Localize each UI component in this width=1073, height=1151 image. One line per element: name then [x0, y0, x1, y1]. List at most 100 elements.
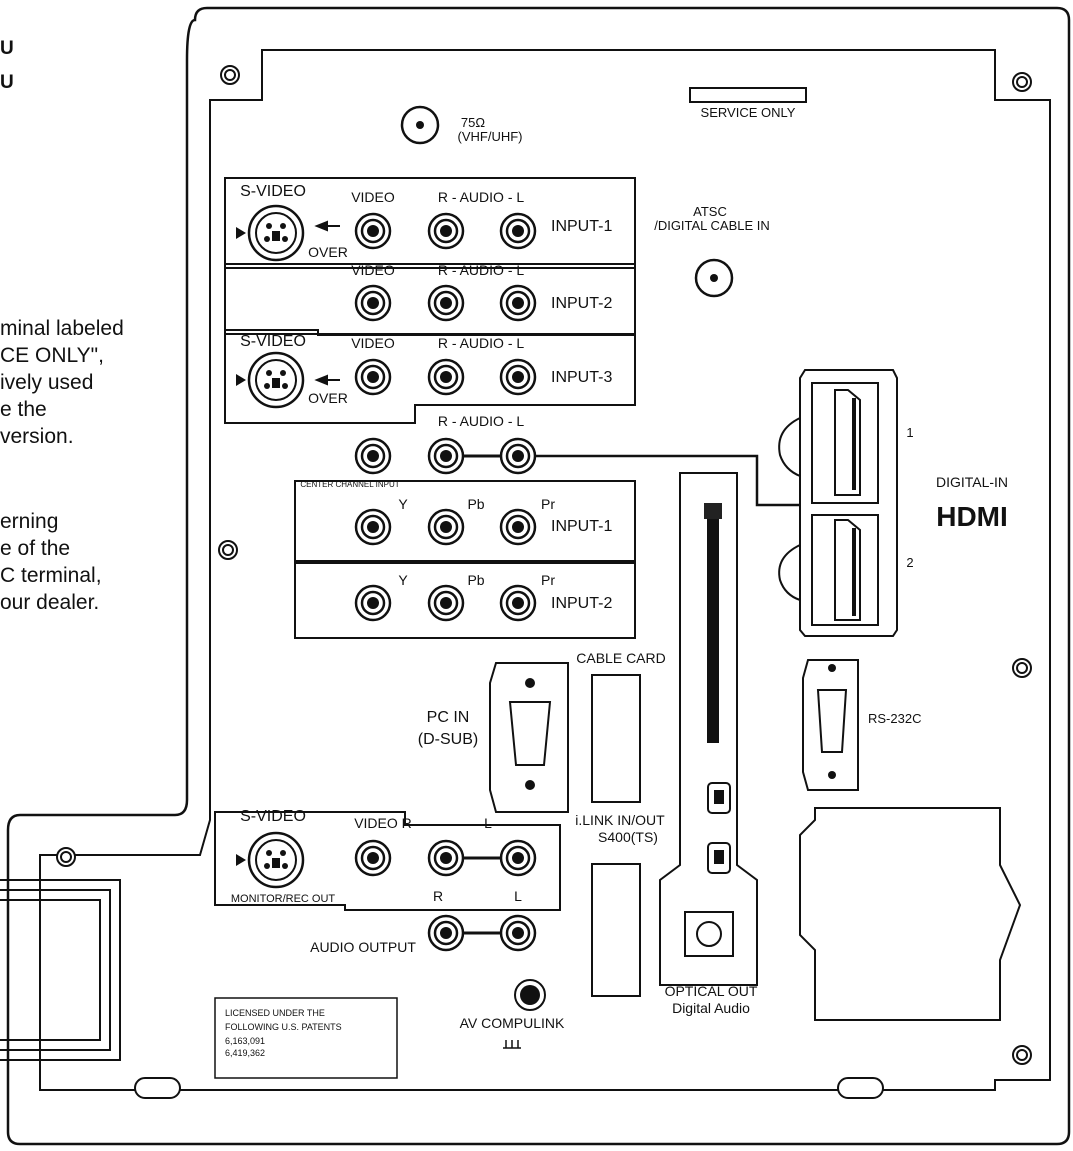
pb-label: Pb	[467, 496, 484, 512]
rs232c-port[interactable]	[816, 664, 848, 779]
hdmi-clip	[778, 417, 801, 477]
hdmi-port-1[interactable]	[811, 382, 879, 504]
side-note-line: ively used	[0, 371, 94, 394]
rca-jack[interactable]	[499, 437, 537, 475]
ilink-sublabel: S400(TS)	[598, 829, 658, 845]
ilink-port-pin	[714, 790, 724, 804]
svideo-jack[interactable]	[247, 831, 305, 889]
component-2-label: INPUT-2	[551, 595, 612, 612]
input-3-box	[224, 329, 636, 424]
rca-jack[interactable]	[427, 508, 465, 546]
antenna-jack[interactable]	[400, 105, 440, 145]
pc-in-port[interactable]	[508, 678, 552, 790]
atsc-jack[interactable]	[694, 258, 734, 298]
side-note-line: C terminal,	[0, 564, 102, 587]
rca-jack[interactable]	[427, 284, 465, 322]
l-label: L	[514, 888, 522, 904]
arrow-left-icon	[314, 220, 340, 232]
rca-jack[interactable]	[354, 358, 392, 396]
hdmi-1-label: 1	[906, 425, 913, 440]
arrow-left-icon	[314, 374, 340, 386]
input-1-label: INPUT-1	[551, 218, 612, 235]
panel-inner-outline	[39, 49, 1051, 1091]
rca-jack[interactable]	[499, 584, 537, 622]
rca-jack[interactable]	[427, 584, 465, 622]
antenna-label: 75Ω	[461, 115, 485, 130]
optical-label: OPTICAL OUT	[665, 983, 758, 999]
rs232c-label: RS-232C	[868, 711, 921, 726]
rca-jack[interactable]	[427, 358, 465, 396]
service-label: SERVICE ONLY	[701, 105, 796, 120]
rca-jack[interactable]	[499, 914, 537, 952]
patent-line: 6,419,362	[225, 1048, 265, 1058]
screw-icon	[56, 847, 76, 867]
rca-jack[interactable]	[499, 212, 537, 250]
digital-in-label: DIGITAL-IN	[936, 474, 1008, 490]
rca-jack[interactable]	[354, 284, 392, 322]
model-line-2: U	[0, 72, 14, 93]
rca-jack[interactable]	[354, 584, 392, 622]
svideo-label: S-VIDEO	[240, 808, 306, 825]
bracket	[0, 879, 121, 1061]
over-label: OVER	[308, 390, 348, 406]
screw-icon	[1012, 1045, 1032, 1065]
pr-label: Pr	[541, 572, 555, 588]
rca-jack[interactable]	[354, 437, 392, 475]
rca-jack[interactable]	[499, 839, 537, 877]
ground-icon	[503, 1040, 521, 1049]
screw-icon	[1012, 72, 1032, 92]
service-port[interactable]	[689, 87, 807, 103]
video-r-label: VIDEO R	[354, 815, 412, 831]
video-label: VIDEO	[351, 189, 395, 205]
rca-jack[interactable]	[427, 914, 465, 952]
side-note-line: version.	[0, 425, 74, 448]
rca-jack[interactable]	[354, 508, 392, 546]
patent-line: 6,163,091	[225, 1036, 265, 1046]
monitor-out-box	[214, 811, 561, 911]
optical-port[interactable]	[684, 911, 734, 957]
optical-sublabel: Digital Audio	[672, 1000, 750, 1016]
cable-card-label: CABLE CARD	[576, 650, 665, 666]
arrow-icon	[236, 374, 246, 386]
patents-box	[214, 997, 398, 1079]
rca-jack[interactable]	[499, 284, 537, 322]
card-slot-frame	[659, 472, 758, 986]
center-channel-label: CENTER CHANNEL INPUT	[300, 480, 399, 489]
component-2-box	[294, 562, 636, 639]
model-line-1: U	[0, 38, 14, 59]
cable-card-slot[interactable]	[591, 863, 641, 997]
bracket	[0, 899, 101, 1041]
mount-slot	[134, 1077, 181, 1099]
mount-slot	[837, 1077, 884, 1099]
r-label: R	[433, 888, 443, 904]
y-label: Y	[398, 496, 408, 512]
patent-line: FOLLOWING U.S. PATENTS	[225, 1022, 342, 1032]
rca-jack[interactable]	[427, 212, 465, 250]
compulink-label: AV COMPULINK	[460, 1015, 565, 1031]
svideo-jack[interactable]	[247, 204, 305, 262]
svideo-jack[interactable]	[247, 351, 305, 409]
audio-output-label: AUDIO OUTPUT	[310, 939, 416, 955]
screw-icon	[218, 540, 238, 560]
compulink-jack[interactable]	[514, 979, 546, 1011]
card-slot[interactable]	[707, 518, 719, 743]
rca-jack[interactable]	[499, 358, 537, 396]
side-note-line: e the	[0, 398, 47, 421]
component-1-box	[294, 480, 636, 562]
cover-plate	[799, 807, 1022, 1021]
side-note-line: CE ONLY",	[0, 344, 104, 367]
rca-jack[interactable]	[427, 437, 465, 475]
hdmi-port-2[interactable]	[811, 514, 879, 626]
pb-label: Pb	[467, 572, 484, 588]
rca-jack[interactable]	[427, 839, 465, 877]
ilink-port-pin	[714, 850, 724, 864]
rca-jack[interactable]	[354, 839, 392, 877]
antenna-sublabel: (VHF/UHF)	[458, 129, 523, 144]
cable-card-slot[interactable]	[591, 674, 641, 803]
atsc-label: ATSC	[693, 204, 727, 219]
rca-jack[interactable]	[354, 212, 392, 250]
component-1-label: INPUT-1	[551, 518, 612, 535]
rca-jack[interactable]	[499, 508, 537, 546]
side-note-line: our dealer.	[0, 591, 100, 614]
